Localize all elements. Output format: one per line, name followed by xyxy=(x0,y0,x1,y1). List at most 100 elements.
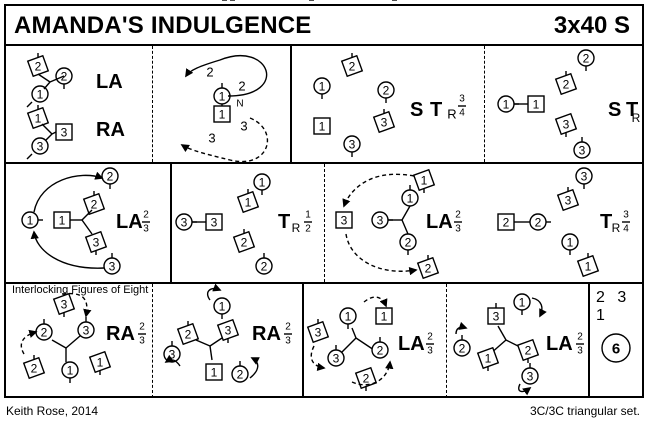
path-r3-g xyxy=(310,345,326,372)
header-divider xyxy=(4,44,644,46)
woman-label: 3 xyxy=(563,118,570,132)
woman-label: 1 xyxy=(219,108,226,122)
woman-1-square xyxy=(26,106,50,130)
man-label: 1 xyxy=(27,214,34,228)
woman-3-square xyxy=(556,188,580,212)
woman-2-square xyxy=(516,338,540,362)
path-r3-j xyxy=(455,321,468,335)
woman-label: 2 xyxy=(349,60,356,74)
man-label: 3 xyxy=(181,216,188,230)
woman-label: 3 xyxy=(93,236,100,250)
woman-label: 2 xyxy=(563,78,570,92)
path-label-2b: 2 xyxy=(238,79,245,94)
arm-line xyxy=(355,337,375,351)
row2-divider xyxy=(4,282,644,284)
man-label: 2 xyxy=(535,216,542,230)
frac-23-c-den: 3 xyxy=(139,336,145,347)
woman-2-square xyxy=(82,192,106,216)
man-label: 1 xyxy=(219,300,226,314)
man-label: 1 xyxy=(219,90,226,104)
woman-label: 2 xyxy=(91,198,98,212)
arm-line xyxy=(51,131,57,135)
arm-line xyxy=(81,219,93,235)
woman-2-square xyxy=(554,72,578,96)
r-label: R xyxy=(447,107,456,122)
woman-1-square xyxy=(205,363,223,381)
frac-34-b-den: 4 xyxy=(623,224,629,235)
path-label-3a: 3 xyxy=(208,131,215,146)
path-label-3b: 3 xyxy=(240,119,247,134)
woman-label: 2 xyxy=(241,236,248,250)
path-la-d1 xyxy=(342,173,415,208)
frac-34-den: 4 xyxy=(459,108,465,119)
t3-label: T xyxy=(278,211,290,233)
path-r3-d xyxy=(164,354,181,367)
woman-label: 1 xyxy=(59,214,66,228)
woman-label: 1 xyxy=(319,120,326,134)
woman-1-square xyxy=(412,168,436,192)
woman-label: 3 xyxy=(315,326,322,340)
woman-3-square xyxy=(84,230,108,254)
woman-3-square xyxy=(306,320,330,344)
woman-1-square xyxy=(476,346,500,370)
man-label: 2 xyxy=(237,368,244,382)
interlocking-note: Interlocking Figures of Eight xyxy=(12,284,149,296)
ra3-label: RA xyxy=(252,323,281,345)
path-r3-f xyxy=(363,296,388,308)
arm-line xyxy=(51,339,67,349)
man-label: 1 xyxy=(567,236,574,250)
woman-label: 1 xyxy=(211,366,218,380)
woman-3-square xyxy=(372,110,396,134)
woman-3-square xyxy=(335,211,353,229)
arm-line xyxy=(37,73,51,83)
man-label: 1 xyxy=(407,192,414,206)
woman-label: 1 xyxy=(533,98,540,112)
row1-dash-3 xyxy=(484,46,485,162)
man-label: 2 xyxy=(405,236,412,250)
path-label-2a: 2 xyxy=(206,65,213,80)
row2-line-1 xyxy=(170,164,172,282)
frac-23-f-num: 2 xyxy=(577,332,583,343)
frac-34-b-num: 3 xyxy=(623,210,629,221)
row1-dash-1 xyxy=(152,46,153,162)
woman-label: 3 xyxy=(341,214,348,228)
frac-23-d-num: 2 xyxy=(285,322,291,333)
woman-label: 1 xyxy=(97,356,104,370)
woman-2-square xyxy=(232,230,256,254)
woman-1-square xyxy=(313,117,331,135)
woman-2-square xyxy=(340,54,364,78)
woman-label: 1 xyxy=(35,112,42,126)
woman-label: 3 xyxy=(225,324,232,338)
woman-label: 3 xyxy=(381,116,388,130)
woman-label: 1 xyxy=(421,174,428,188)
man-label: 2 xyxy=(583,52,590,66)
path-r3-a xyxy=(61,292,92,318)
path-2 xyxy=(185,54,268,97)
frac-23-b-num: 2 xyxy=(455,210,461,221)
woman-label: 3 xyxy=(211,216,218,230)
woman-1-square xyxy=(236,190,260,214)
r3-label: R xyxy=(292,221,301,235)
row2-dash-2 xyxy=(324,164,325,282)
sequence-order: 2 3 1 xyxy=(596,289,631,324)
man-label: 1 xyxy=(67,364,74,378)
arm-line xyxy=(43,81,51,90)
r2-label: R xyxy=(632,111,641,125)
arm-line xyxy=(209,345,213,361)
arm-line xyxy=(209,337,223,347)
arm-line xyxy=(401,219,409,235)
man-label: 2 xyxy=(41,326,48,340)
path-r3-i xyxy=(531,297,547,318)
path-r3-e xyxy=(249,357,260,379)
woman-1-square xyxy=(88,350,112,374)
dance-tempo: 3x40 S xyxy=(553,12,630,39)
arm-line xyxy=(49,75,65,83)
woman-label: 2 xyxy=(185,328,192,342)
man-label: 1 xyxy=(519,296,526,310)
man-label: 3 xyxy=(333,352,340,366)
la4-label: LA xyxy=(398,333,425,355)
la2-label: LA xyxy=(116,211,143,233)
row1-divider xyxy=(4,162,644,164)
path-la-d2 xyxy=(345,233,418,276)
woman-label: 2 xyxy=(503,216,510,230)
